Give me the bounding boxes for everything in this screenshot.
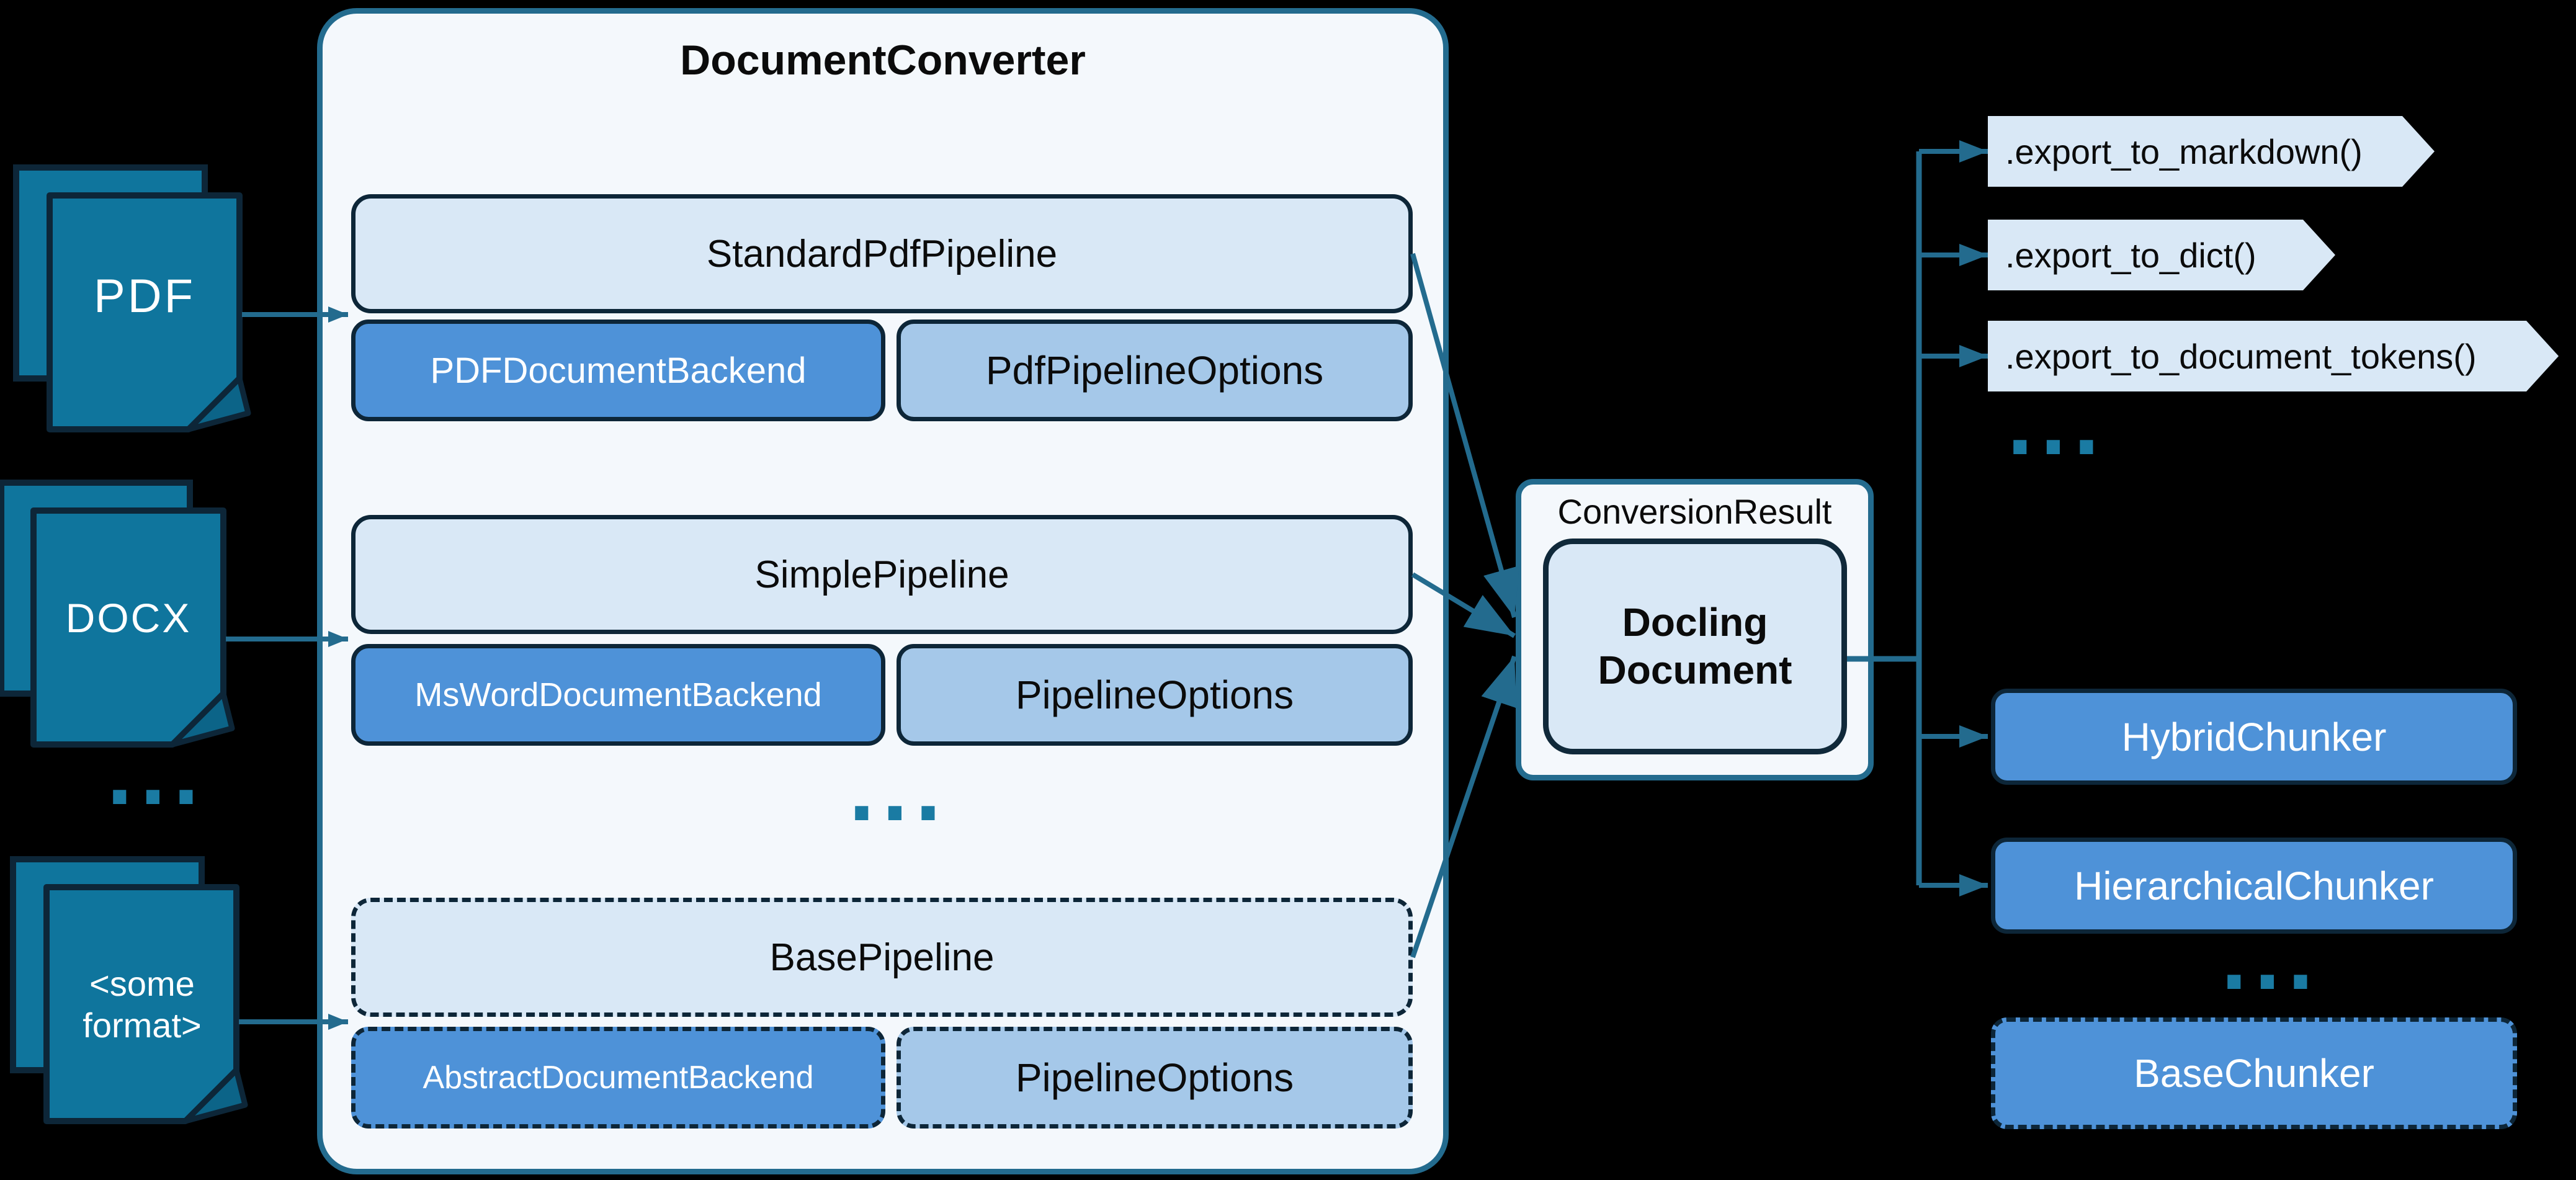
pipeline-options-label: PipelineOptions	[1015, 673, 1294, 717]
abstract-document-backend-box: AbstractDocumentBackend	[351, 1027, 885, 1129]
conversion-result-label: ConversionResult	[1557, 492, 1832, 531]
pdf-pipeline-options-label: PdfPipelineOptions	[985, 348, 1324, 393]
exports-ellipsis: ...	[2006, 386, 2106, 472]
export-to-markdown-label: .export_to_markdown()	[2005, 132, 2363, 171]
inputs-ellipsis: ...	[105, 736, 205, 822]
standard-pdf-pipeline-label: StandardPdfPipeline	[706, 232, 1058, 275]
chunkers-ellipsis: ...	[2220, 921, 2320, 1007]
docx-doc-back-page	[0, 480, 193, 697]
base-chunker-label: BaseChunker	[2134, 1051, 2374, 1096]
standard-pdf-pipeline-box: StandardPdfPipeline	[351, 194, 1413, 313]
converter-ellipsis: ...	[847, 752, 947, 838]
export-to-dict-flag: .export_to_dict()	[1988, 220, 2335, 290]
pdf-document-backend-box: PDFDocumentBackend	[351, 320, 885, 421]
pdf-document-backend-label: PDFDocumentBackend	[430, 350, 807, 391]
document-converter-title: DocumentConverter	[680, 37, 1086, 84]
export-to-document-tokens-label: .export_to_document_tokens()	[2005, 336, 2477, 376]
msword-document-backend-label: MsWordDocumentBackend	[414, 676, 822, 713]
simple-pipeline-box: SimplePipeline	[351, 515, 1413, 634]
base-pipeline-box: BasePipeline	[351, 898, 1413, 1017]
docling-document-label: Docling Document	[1598, 600, 1792, 692]
abstract-document-backend-label: AbstractDocumentBackend	[423, 1060, 814, 1096]
export-to-document-tokens-flag: .export_to_document_tokens()	[1988, 321, 2559, 391]
pdf-pipeline-options-box: PdfPipelineOptions	[897, 320, 1413, 421]
docx-input-label: DOCX	[65, 595, 192, 641]
base-chunker-box: BaseChunker	[1991, 1017, 2517, 1129]
docling-document-box: Docling Document	[1543, 539, 1847, 754]
pdf-doc-fold	[186, 375, 251, 432]
hybrid-chunker-label: HybridChunker	[2121, 714, 2387, 759]
export-to-dict-label: .export_to_dict()	[2005, 235, 2256, 275]
export-to-markdown-flag: .export_to_markdown()	[1988, 116, 2435, 187]
base-pipeline-options-box: PipelineOptions	[897, 1027, 1413, 1129]
base-pipeline-label: BasePipeline	[769, 936, 995, 979]
hierarchical-chunker-label: HierarchicalChunker	[2074, 863, 2434, 908]
msword-document-backend-box: MsWordDocumentBackend	[351, 644, 885, 746]
some-format-doc-fold	[182, 1067, 248, 1124]
some-format-input-label: <some format>	[83, 964, 202, 1045]
base-pipeline-options-label: PipelineOptions	[1015, 1055, 1294, 1100]
hybrid-chunker-box: HybridChunker	[1991, 689, 2517, 785]
hierarchical-chunker-box: HierarchicalChunker	[1991, 838, 2517, 934]
pipeline-options-box: PipelineOptions	[897, 644, 1413, 746]
pdf-input-label: PDF	[94, 270, 195, 323]
simple-pipeline-label: SimplePipeline	[754, 553, 1009, 596]
